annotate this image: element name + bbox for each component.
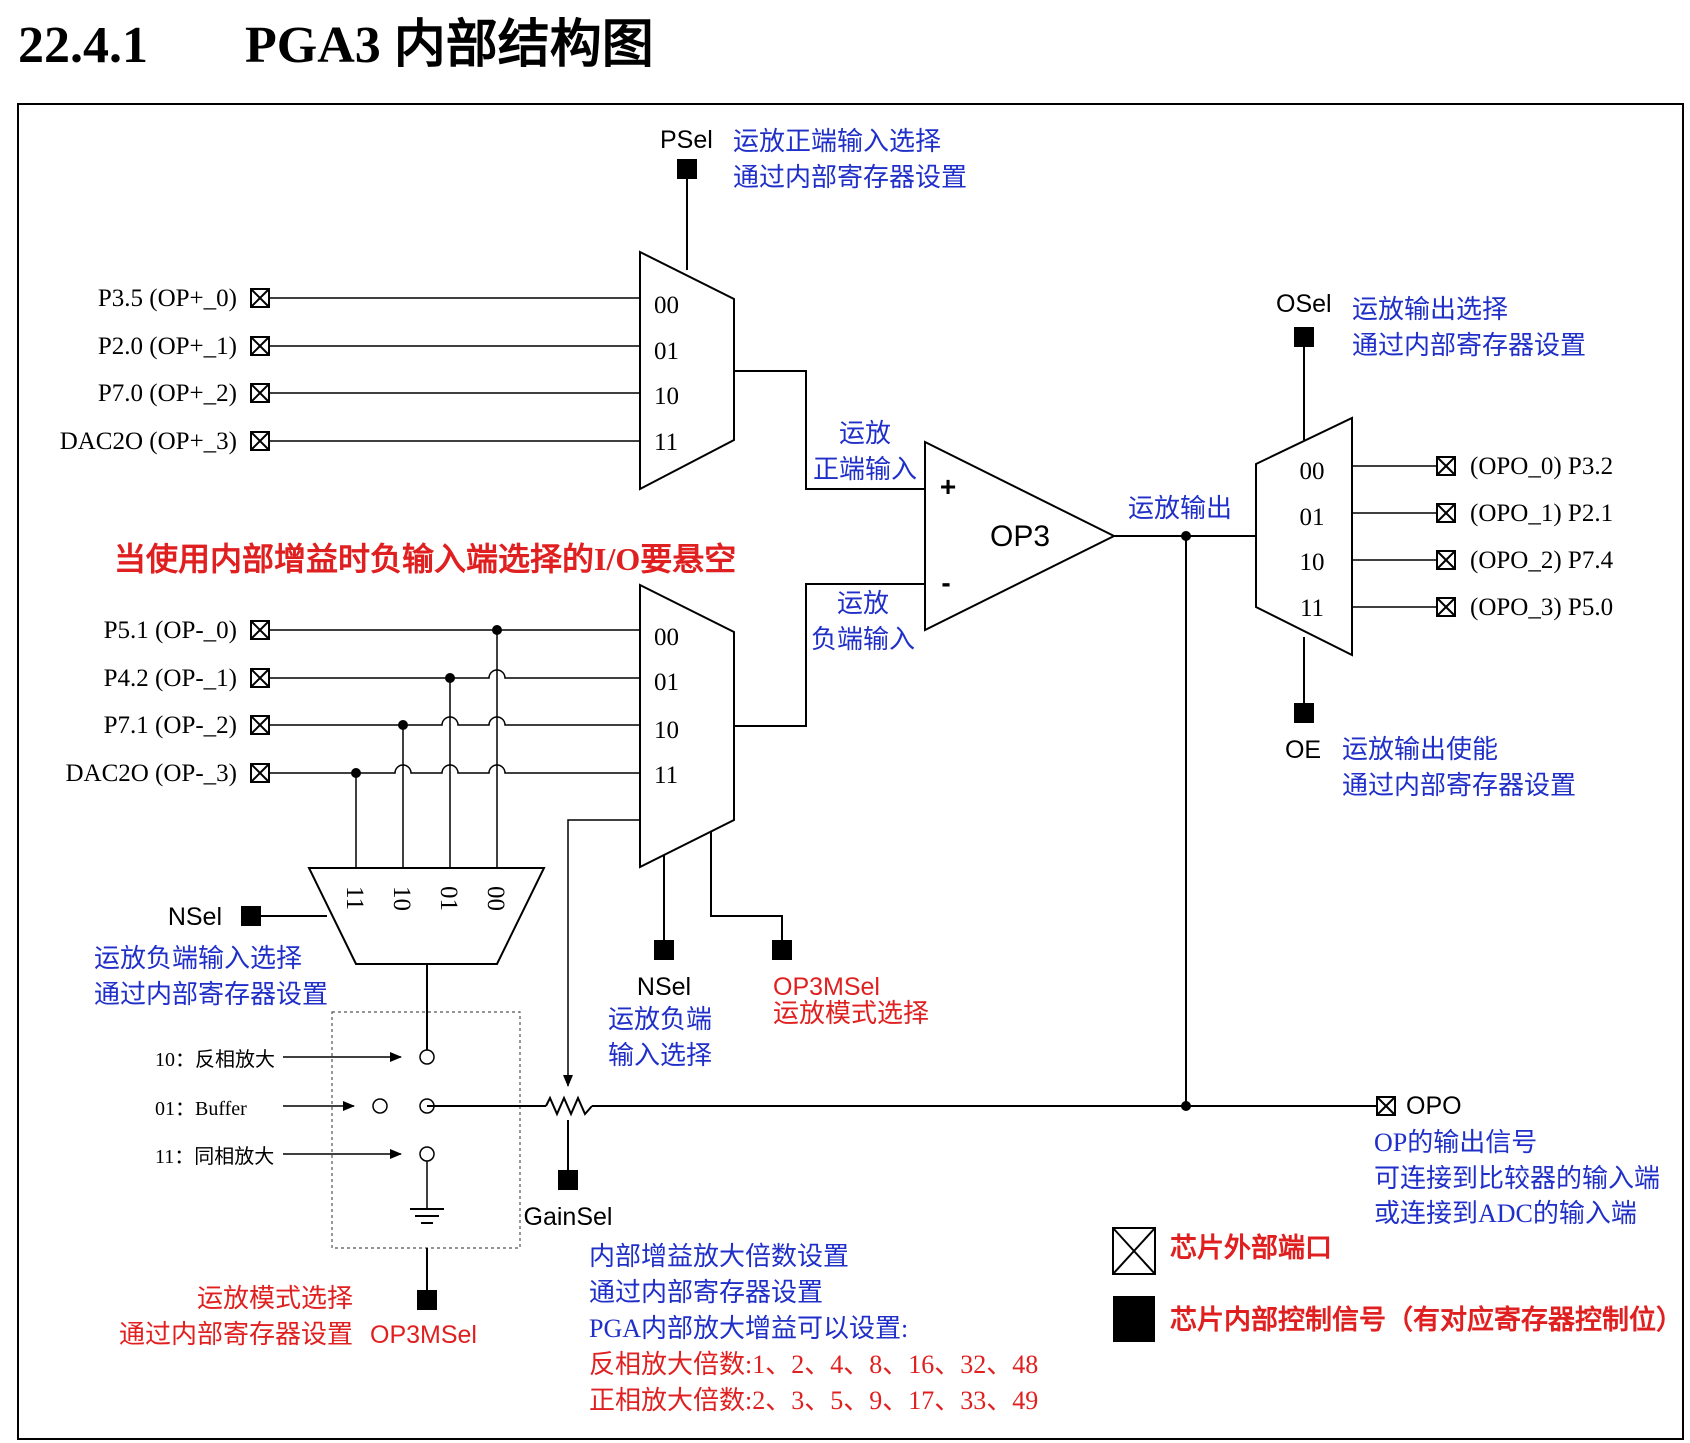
oe-control-square [1294,703,1314,723]
nsel-mid-label: NSel [637,973,691,1001]
output-1: (OPO_1) P2.1 [1470,500,1613,527]
gain-desc-2: 通过内部寄存器设置 [589,1278,823,1307]
pos-input-3: DAC2O (OP+_3) [60,428,237,455]
neg-input-3: DAC2O (OP-_3) [65,760,237,787]
positive-inputs: P3.5 (OP+_0) P2.0 (OP+_1) P7.0 (OP+_2) D… [60,285,640,455]
output-3: (OPO_3) P5.0 [1470,594,1613,621]
out-mux-code-3: 11 [1300,595,1324,622]
bottom-mux-code-2: 01 [435,886,462,911]
psel-desc-1: 运放正端输入选择 [733,127,941,156]
pos-mux-code-1: 01 [654,338,679,365]
nsel-mid-desc-2: 输入选择 [608,1041,712,1070]
op-output-label: 运放输出 [1128,494,1232,523]
gain-desc-5: 正相放大倍数:2、3、5、9、17、33、49 [589,1386,1038,1415]
section-title: PGA3 内部结构图 [245,16,654,74]
bottom-mux-code-3: 00 [482,886,509,911]
mode-option-2: 11：同相放大 [155,1145,274,1168]
pos-input-0: P3.5 (OP+_0) [98,285,237,312]
nsel-left-desc-1: 运放负端输入选择 [94,944,302,973]
oe-desc-2: 通过内部寄存器设置 [1342,771,1576,800]
op3msel-top-desc: 运放模式选择 [773,999,929,1028]
neg-mux-code-3: 11 [654,762,678,789]
opo-desc-3: 或连接到ADC的输入端 [1374,1199,1637,1228]
nsel-left-desc-2: 通过内部寄存器设置 [94,980,328,1009]
op3-label: OP3 [990,520,1050,553]
opo-desc-2: 可连接到比较器的输入端 [1374,1164,1660,1193]
pos-input-label-1: 运放 [839,419,891,448]
bottom-mux-code-0: 11 [341,886,368,910]
warning-text: 当使用内部增益时负输入端选择的I/O要悬空 [114,541,736,577]
out-mux-code-2: 10 [1300,549,1325,576]
neg-mux-code-0: 00 [654,624,679,651]
neg-mux-code-1: 01 [654,669,679,696]
outputs: (OPO_0) P3.2 (OPO_1) P2.1 (OPO_2) P7.4 (… [1352,453,1614,621]
legend-internal-label: 芯片内部控制信号（有对应寄存器控制位） [1170,1304,1683,1335]
opo-label: OPO [1406,1092,1462,1120]
negative-inputs: P5.1 (OP-_0) P4.2 (OP-_1) P7.1 (OP-_2) D… [65,617,640,868]
pos-mux-code-0: 00 [654,292,679,319]
mode-option-0: 10：反相放大 [155,1048,275,1071]
op3msel-bottom-label: OP3MSel [370,1321,477,1349]
feedback-select-mux [307,867,546,965]
op3msel-bottom-desc-1: 运放模式选择 [197,1284,353,1313]
op3msel-bottom-control-square [417,1290,437,1310]
diagram-frame [17,103,1684,1440]
legend-internal-icon [1113,1296,1155,1342]
nsel-mid-desc-1: 运放负端 [608,1005,712,1034]
neg-input-label-1: 运放 [837,589,889,618]
nsel-mid-control-square [654,940,674,960]
gain-desc-1: 内部增益放大倍数设置 [589,1242,849,1271]
op3-minus-sign: - [941,567,950,598]
gain-resistor [545,1095,593,1117]
out-mux-code-0: 00 [1300,458,1325,485]
gainsel-control-square [558,1170,578,1190]
out-mux-code-1: 01 [1300,504,1325,531]
bottom-mux-code-1: 10 [388,886,415,911]
negative-mux-codes: 00 01 10 11 [654,624,679,789]
pos-input-2: P7.0 (OP+_2) [98,380,237,407]
gain-desc-3: PGA内部放大增益可以设置: [589,1314,908,1343]
osel-desc-1: 运放输出选择 [1352,295,1508,324]
pos-mux-code-3: 11 [654,429,678,456]
legend: 芯片外部端口 芯片内部控制信号（有对应寄存器控制位） [1112,1227,1683,1342]
neg-input-1: P4.2 (OP-_1) [104,665,237,692]
opo-desc-1: OP的输出信号 [1374,1128,1537,1157]
op3msel-bottom-desc-2: 通过内部寄存器设置 [119,1320,353,1349]
neg-input-2: P7.1 (OP-_2) [104,712,237,739]
positive-input-mux [639,250,735,491]
neg-input-0: P5.1 (OP-_0) [104,617,237,644]
pos-input-1: P2.0 (OP+_1) [98,333,237,360]
gain-desc-4: 反相放大倍数:1、2、4、8、16、32、48 [589,1350,1038,1379]
output-0: (OPO_0) P3.2 [1470,453,1613,480]
pos-input-label-2: 正端输入 [813,455,917,484]
psel-label: PSel [660,126,713,154]
output-mux-codes: 00 01 10 11 [1300,458,1325,622]
positive-mux-codes: 00 01 10 11 [654,292,679,456]
osel-desc-2: 通过内部寄存器设置 [1352,331,1586,360]
op3-amplifier [924,440,1117,632]
section-number: 22.4.1 [18,17,148,74]
neg-input-label-2: 负端输入 [811,625,915,654]
psel-control-square [677,159,697,179]
oe-label: OE [1285,736,1321,764]
psel-desc-2: 通过内部寄存器设置 [733,163,967,192]
nsel-left-label: NSel [168,903,222,931]
gainsel-label: GainSel [524,1203,613,1231]
op3msel-top-control-square [772,940,792,960]
oe-desc-1: 运放输出使能 [1342,735,1498,764]
osel-control-square [1294,327,1314,347]
osel-label: OSel [1276,290,1332,318]
output-mux [1255,416,1353,657]
mode-option-1: 01：Buffer [155,1098,247,1120]
bottom-mux-codes: 11 10 01 00 [341,886,509,911]
output-2: (OPO_2) P7.4 [1470,547,1614,574]
op3msel-top-label: OP3MSel [773,973,880,1001]
nsel-left-control-square [241,906,261,926]
legend-external-label: 芯片外部端口 [1170,1232,1332,1263]
op3-plus-sign: + [940,471,956,502]
neg-mux-code-2: 10 [654,717,679,744]
pos-mux-code-2: 10 [654,383,679,410]
